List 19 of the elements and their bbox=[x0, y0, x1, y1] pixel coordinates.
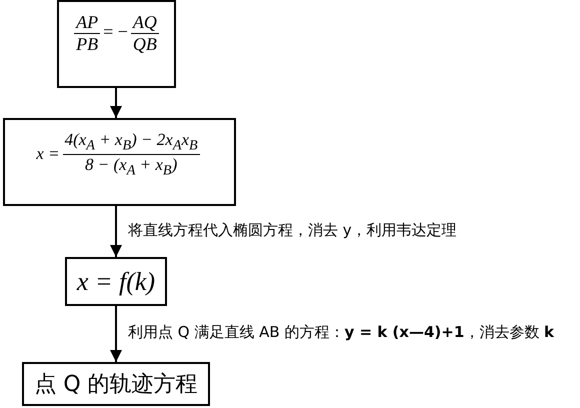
denominator: QB bbox=[132, 34, 158, 55]
formula-box bbox=[65, 257, 167, 306]
formula-lhs: x = bbox=[36, 144, 60, 163]
arrow bbox=[110, 88, 122, 118]
arrow bbox=[110, 206, 122, 257]
numerator: AQ bbox=[130, 12, 159, 34]
numerator: AP bbox=[74, 12, 100, 34]
process-box bbox=[22, 362, 210, 406]
edge-label: 利用点 Q 满足直线 AB 的方程：y = k (x—4)+1，消去参数 k bbox=[126, 323, 556, 342]
box-label: 点 Q 的轨迹方程 bbox=[34, 372, 198, 397]
formula: x = f(k) bbox=[76, 266, 156, 296]
edge-label: 将直线方程代入椭圆方程，消去 y，利用韦达定理 bbox=[126, 220, 459, 240]
denominator: 8 − (x$_{A}$ + x$_{B}$) bbox=[84, 155, 178, 180]
arrow bbox=[110, 306, 122, 362]
numerator: 4(x$_{A}$ + x$_{B}$) − 2x$_{A}$x$_{B}$ bbox=[62, 130, 200, 156]
equals-sign: = − bbox=[103, 22, 128, 42]
formula-box bbox=[3, 118, 236, 206]
denominator: PB bbox=[75, 34, 100, 55]
formula-box bbox=[57, 0, 176, 88]
